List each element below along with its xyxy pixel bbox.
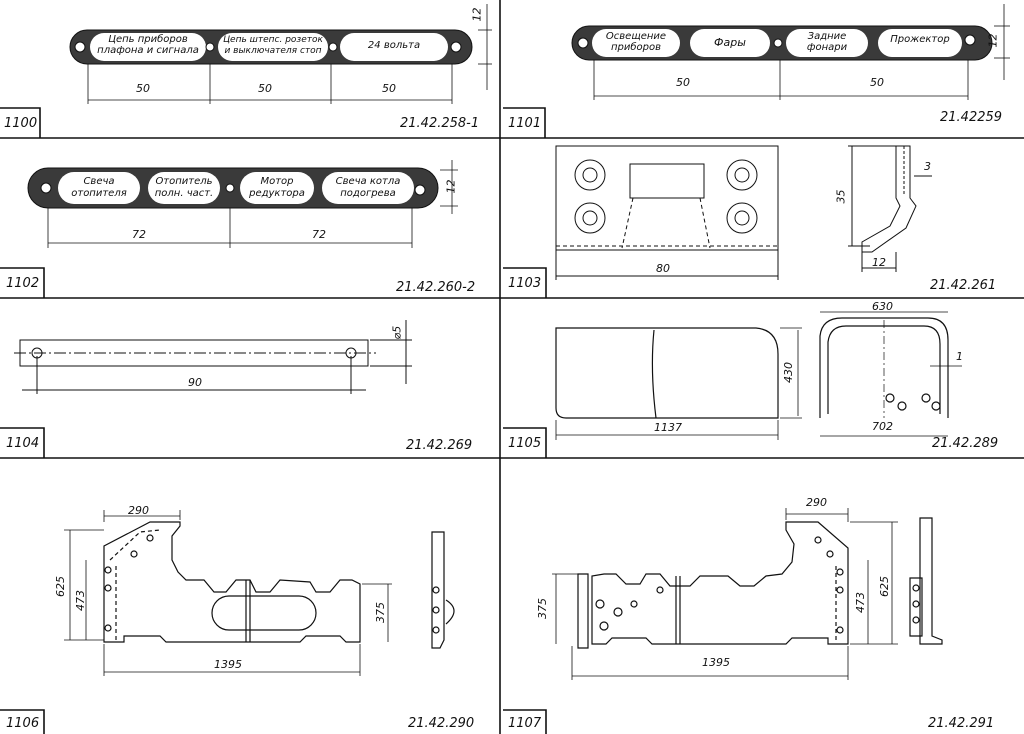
dimension-label: 625 [878, 576, 891, 597]
strip-label: Отопитель [155, 176, 213, 187]
cell-code-1106: 21.42.290 [408, 716, 475, 731]
strip-label: Освещение [605, 31, 667, 42]
cell-number-1103: 1103 [508, 276, 542, 291]
dimension-label: 290 [806, 496, 827, 509]
cell-code-1102: 21.42.260-2 [396, 280, 476, 295]
dimension-label: ⌀5 [390, 325, 404, 340]
dimension-label: 1 [956, 350, 963, 363]
cell-number-1106: 1106 [6, 716, 40, 731]
dimension-label: 290 [128, 504, 149, 517]
dimension-label: 375 [536, 598, 549, 619]
dimension-label: 473 [854, 592, 867, 613]
drawing-1101 [571, 4, 1010, 100]
cell-code-1105: 21.42.289 [932, 436, 999, 451]
dimension-label: 12 [986, 33, 1000, 48]
dimension-label: 35 [834, 189, 848, 204]
drawing-1104 [14, 320, 412, 394]
strip-label: Свеча [83, 176, 115, 187]
strip-label: приборов [610, 42, 662, 53]
strip-label: редуктора [249, 188, 305, 199]
dimension-label: 473 [74, 590, 87, 611]
dimension-label: 50 [676, 76, 690, 89]
strip-label: и выключателя стоп [224, 46, 322, 56]
strip-label: отопителя [71, 188, 127, 199]
drawing-1102 [27, 160, 458, 248]
dimension-label: 375 [374, 602, 387, 623]
cell-code-1107: 21.42.291 [928, 716, 995, 731]
strip-label: Свеча котла [335, 176, 401, 187]
strip-label: Фары [714, 36, 746, 49]
dimension-label: 72 [312, 228, 326, 241]
drawing-1106 [64, 510, 455, 676]
cell-number-1102: 1102 [6, 276, 40, 291]
dimension-label: 12 [444, 179, 458, 194]
cell-number-1107: 1107 [508, 716, 542, 731]
cell-number-1105: 1105 [508, 436, 542, 451]
dimension-label: 90 [188, 376, 202, 389]
strip-label: подогрева [340, 188, 396, 199]
dimension-label: 1395 [214, 658, 242, 671]
dimension-label: 630 [872, 300, 893, 313]
dimension-label: 50 [382, 82, 396, 95]
cell-code-1100: 21.42.258-1 [400, 116, 480, 131]
dimension-label: 72 [132, 228, 146, 241]
dimension-label: 80 [656, 262, 670, 275]
strip-label: Прожектор [890, 34, 950, 45]
dimension-label: 50 [870, 76, 884, 89]
cell-code-1104: 21.42.269 [406, 438, 473, 453]
cell-code-1103: 21.42.261 [930, 278, 997, 293]
drawing-1107 [552, 508, 943, 680]
strip-label: Цепь приборов [108, 34, 188, 45]
dimension-label: 1137 [654, 421, 682, 434]
strip-label: фонари [806, 42, 848, 53]
dimension-label: 50 [136, 82, 150, 95]
strip-label: плафона и сигнала [97, 45, 199, 56]
dimension-label: 12 [470, 7, 484, 22]
strip-label: Мотор [260, 176, 294, 187]
strip-label: Задние [807, 31, 847, 42]
dimension-label: 625 [54, 576, 67, 597]
cell-code-1101: 21.42259 [940, 110, 1003, 125]
dimension-label: 50 [258, 82, 272, 95]
dimension-label: 3 [924, 160, 931, 173]
cell-number-1104: 1104 [6, 436, 40, 451]
strip-label: 24 вольта [367, 40, 421, 51]
dimension-label: 702 [872, 420, 893, 433]
strip-label: Цепь штепс. розеток [223, 35, 323, 45]
strip-label: полн. част. [154, 188, 214, 199]
drawing-1105 [555, 311, 962, 440]
dimension-label: 1395 [702, 656, 730, 669]
cell-number-1101: 1101 [508, 116, 542, 131]
dimension-label: 430 [782, 362, 795, 383]
drawing-1103 [555, 145, 932, 280]
dimension-label: 12 [872, 256, 886, 269]
drawing-1100 [69, 4, 492, 104]
cell-number-1100: 1100 [4, 116, 38, 131]
